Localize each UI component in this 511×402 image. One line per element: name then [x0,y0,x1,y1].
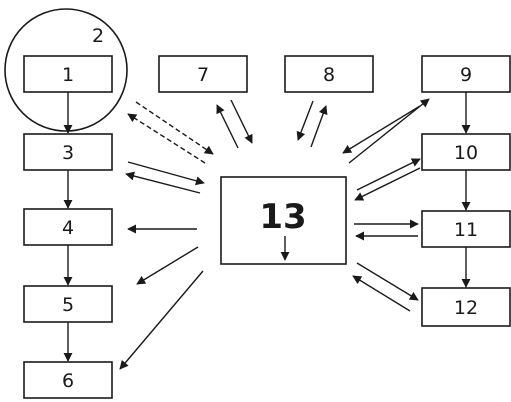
node-12-label: 12 [454,297,478,319]
node-4[interactable]: 4 [23,208,113,246]
edge-13-2 [127,113,206,164]
edge-8-13 [296,100,314,141]
node-1-label: 1 [62,64,74,86]
edge-13-3 [125,171,201,194]
edge-3-13 [127,161,205,186]
node-3[interactable]: 3 [23,133,113,171]
node-11[interactable]: 11 [421,210,511,248]
node-7-label: 7 [197,64,209,86]
node-9[interactable]: 9 [421,55,511,93]
node-10[interactable]: 10 [421,133,511,171]
edge-13-10 [356,158,421,191]
node-11-label: 11 [454,219,478,241]
node-5-label: 5 [62,294,74,316]
node-7[interactable]: 7 [158,55,248,93]
edge-12-13 [352,275,411,312]
node-13-label: 13 [259,197,306,237]
edge-13-9 [348,98,430,164]
edge-7-13 [230,99,253,144]
node-6-label: 6 [62,370,74,392]
edge-13-6 [119,270,204,370]
node-13[interactable]: 13 [220,176,347,265]
edge-9-13 [342,105,421,154]
node-8[interactable]: 8 [284,55,374,93]
node-10-label: 10 [454,142,478,164]
node-1[interactable]: 1 [23,55,113,93]
edge-10-13 [354,167,421,201]
edge-2-13 [135,101,214,155]
node-6[interactable]: 6 [23,361,113,399]
node-2-label: 2 [92,25,104,47]
node-5[interactable]: 5 [23,285,113,323]
node-3-label: 3 [62,142,74,164]
edge-13-8 [310,105,328,148]
edge-13-7 [216,104,239,149]
edge-13-5 [136,246,199,285]
node-12[interactable]: 12 [421,287,511,327]
node-8-label: 8 [323,64,335,86]
node-9-label: 9 [460,64,472,86]
node-4-label: 4 [62,217,74,239]
edge-13-12 [356,262,419,301]
